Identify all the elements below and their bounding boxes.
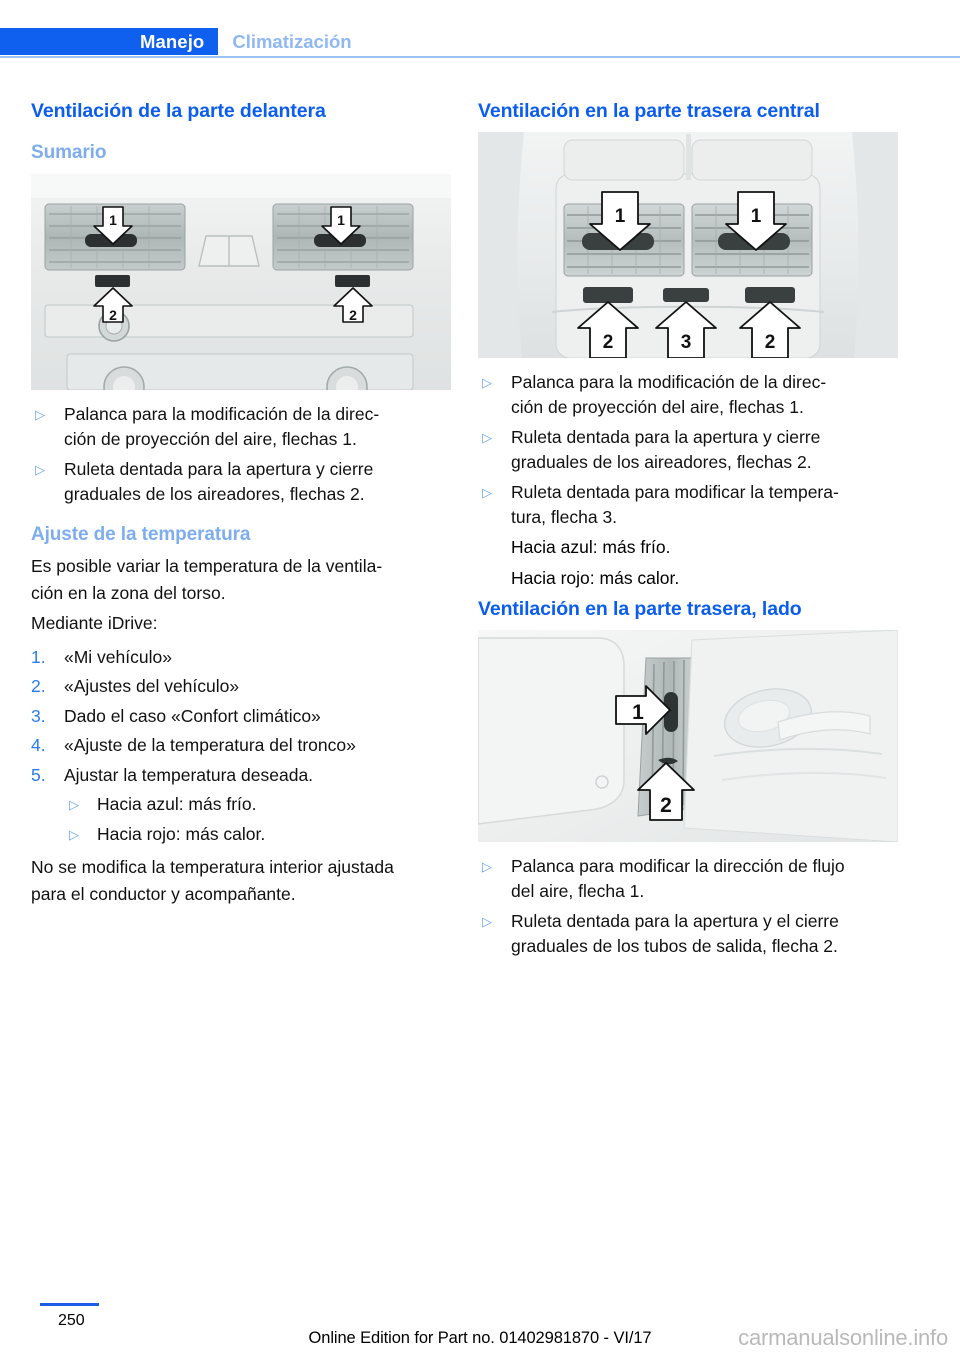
bullet-triangle-icon: ▷	[482, 859, 492, 874]
list-item-text: Palanca para la modificación de la direc…	[511, 372, 827, 417]
watermark-text: carmanualsonline.info	[738, 1325, 948, 1350]
temp-paragraph-line1: Es posible variar la temperatura de la v…	[31, 556, 383, 576]
list-item-text: «Mi vehículo»	[64, 646, 172, 667]
bullet-triangle-icon: ▷	[482, 914, 492, 929]
page-number: 250	[58, 1312, 85, 1329]
step-number: 5.	[31, 764, 46, 785]
front-vent-bullet-list: ▷ Palanca para la modificación de la dir…	[31, 402, 451, 506]
header-divider	[0, 56, 960, 58]
footer-edition-text: Online Edition for Part no. 01402981870 …	[308, 1329, 652, 1347]
svg-text:1: 1	[751, 206, 762, 227]
svg-text:2: 2	[349, 307, 357, 323]
bullet-triangle-icon: ▷	[482, 430, 492, 445]
bullet-triangle-icon: ▷	[35, 407, 45, 422]
list-item: 2. «Ajustes del vehículo»	[31, 674, 451, 699]
list-item-text: Hacia azul: más frío.	[97, 794, 257, 814]
callout-arrow-1-left: 1	[93, 206, 133, 245]
step-number: 4.	[31, 735, 46, 755]
list-item: ▷ Ruleta dentada para la apertura y cier…	[478, 425, 898, 474]
left-column: Ventilación de la parte delantera Sumari…	[31, 98, 451, 906]
bullet-triangle-icon: ▷	[69, 826, 79, 842]
list-item: ▷ Ruleta dentada para la apertura y el c…	[478, 909, 898, 958]
list-item-text: Dado el caso «Confort climático»	[64, 705, 321, 726]
tab-manejo[interactable]: Manejo	[0, 28, 219, 55]
list-item-text: Palanca para modificar la dirección de f…	[511, 856, 845, 901]
svg-text:1: 1	[109, 212, 117, 228]
temp-paragraph-line2: ción en la zona del torso.	[31, 582, 226, 603]
idrive-label: Mediante iDrive:	[31, 613, 158, 633]
list-item-text: Ruleta dentada para la apertura y cierre…	[64, 459, 374, 504]
list-item-text: Ruleta dentada para la apertura y cierre…	[511, 427, 821, 472]
closing-paragraph-line1: No se modifica la temperatura interior a…	[31, 857, 394, 877]
callout-arrow-3-center: 3	[655, 301, 717, 358]
step-number: 1.	[31, 646, 46, 667]
callout-arrow-1-right: 1	[321, 206, 361, 245]
page-header: Manejo Climatización	[0, 0, 960, 62]
subheading-ajuste-temperatura: Ajuste de la temperatura	[31, 524, 251, 545]
svg-text:2: 2	[660, 794, 672, 817]
list-item: ▷ Palanca para la modificación de la dir…	[478, 370, 898, 419]
page-title-rear-side-ventilation: Ventilación en la parte trasera, lado	[478, 598, 802, 620]
step5-sub-list: ▷ Hacia azul: más frío. ▷ Hacia rojo: má…	[64, 792, 451, 846]
closing-paragraph-line2: para el conductor y acompañante.	[31, 883, 296, 904]
list-item-text: Ruleta dentada para la apertura y el cie…	[511, 911, 839, 956]
list-item: 4. «Ajuste de la temperatura del tronco»	[31, 733, 451, 758]
page-title-rear-center-ventilation: Ventilación en la parte trasera central	[478, 100, 820, 122]
svg-text:2: 2	[603, 332, 614, 353]
callout-arrow-2: 2	[637, 762, 695, 821]
svg-text:3: 3	[681, 332, 692, 353]
svg-text:2: 2	[109, 307, 117, 323]
header-tab-group: Manejo Climatización	[0, 28, 366, 55]
bullet-triangle-icon: ▷	[482, 485, 492, 500]
step-number: 3.	[31, 705, 46, 726]
bullet-triangle-icon: ▷	[482, 375, 492, 390]
note-hacia-rojo: Hacia rojo: más calor.	[511, 567, 680, 588]
subheading-sumario: Sumario	[31, 142, 107, 163]
right-column: Ventilación en la parte trasera central	[478, 98, 898, 964]
svg-text:1: 1	[632, 701, 644, 724]
list-item: 5. Ajustar la temperatura deseada. ▷ Hac…	[31, 763, 451, 847]
rear-side-bullet-list: ▷ Palanca para modificar la dirección de…	[478, 854, 898, 958]
callout-arrow-1-right: 1	[725, 191, 787, 251]
list-item-text: «Ajuste de la temperatura del tronco»	[64, 735, 356, 755]
page-title-front-ventilation: Ventilación de la parte delantera	[31, 100, 326, 122]
list-item-text: Ajustar la temperatura deseada.	[64, 764, 314, 785]
list-item: 1. «Mi vehículo»	[31, 645, 451, 670]
step-number: 2.	[31, 676, 46, 696]
figure-front-vents: 1 1 2 2	[31, 174, 451, 390]
list-item: ▷ Palanca para la modificación de la dir…	[31, 402, 451, 451]
svg-text:1: 1	[615, 206, 626, 227]
list-item-text: Palanca para la modificación de la direc…	[64, 404, 380, 449]
bullet-triangle-icon: ▷	[69, 797, 79, 812]
list-item-text: Ruleta dentada para modificar la tempera…	[511, 482, 839, 527]
callout-arrow-1: 1	[615, 685, 671, 735]
list-item: 3. Dado el caso «Confort climático»	[31, 704, 451, 729]
callout-arrow-2-left: 2	[93, 287, 133, 323]
bullet-triangle-icon: ▷	[35, 462, 45, 477]
svg-text:1: 1	[337, 212, 345, 228]
list-item: ▷ Ruleta dentada para modificar la tempe…	[478, 480, 898, 529]
callout-arrow-2-right: 2	[333, 287, 373, 323]
list-item: ▷ Hacia azul: más frío.	[64, 792, 451, 817]
list-item: ▷ Palanca para modificar la dirección de…	[478, 854, 898, 903]
list-item: ▷ Ruleta dentada para la apertura y cier…	[31, 457, 451, 506]
idrive-step-list: 1. «Mi vehículo» 2. «Ajustes del vehícul…	[31, 645, 451, 847]
figure-rear-side-vent: 1 2	[478, 630, 898, 842]
callout-arrow-2-right: 2	[739, 301, 801, 358]
list-item-text: «Ajustes del vehículo»	[64, 676, 240, 696]
list-item: ▷ Hacia rojo: más calor.	[64, 822, 451, 847]
callout-arrow-2-left: 2	[577, 301, 639, 358]
svg-text:2: 2	[765, 332, 776, 353]
note-hacia-azul: Hacia azul: más frío.	[511, 537, 671, 557]
callout-arrow-1-left: 1	[589, 191, 651, 251]
footer-accent-rule	[40, 1303, 99, 1306]
figure-rear-center-vents: 1 1 2 3 2	[478, 132, 898, 358]
tab-climatizacion[interactable]: Climatización	[218, 28, 366, 55]
rear-center-bullet-list: ▷ Palanca para la modificación de la dir…	[478, 370, 898, 529]
list-item-text: Hacia rojo: más calor.	[97, 823, 266, 844]
